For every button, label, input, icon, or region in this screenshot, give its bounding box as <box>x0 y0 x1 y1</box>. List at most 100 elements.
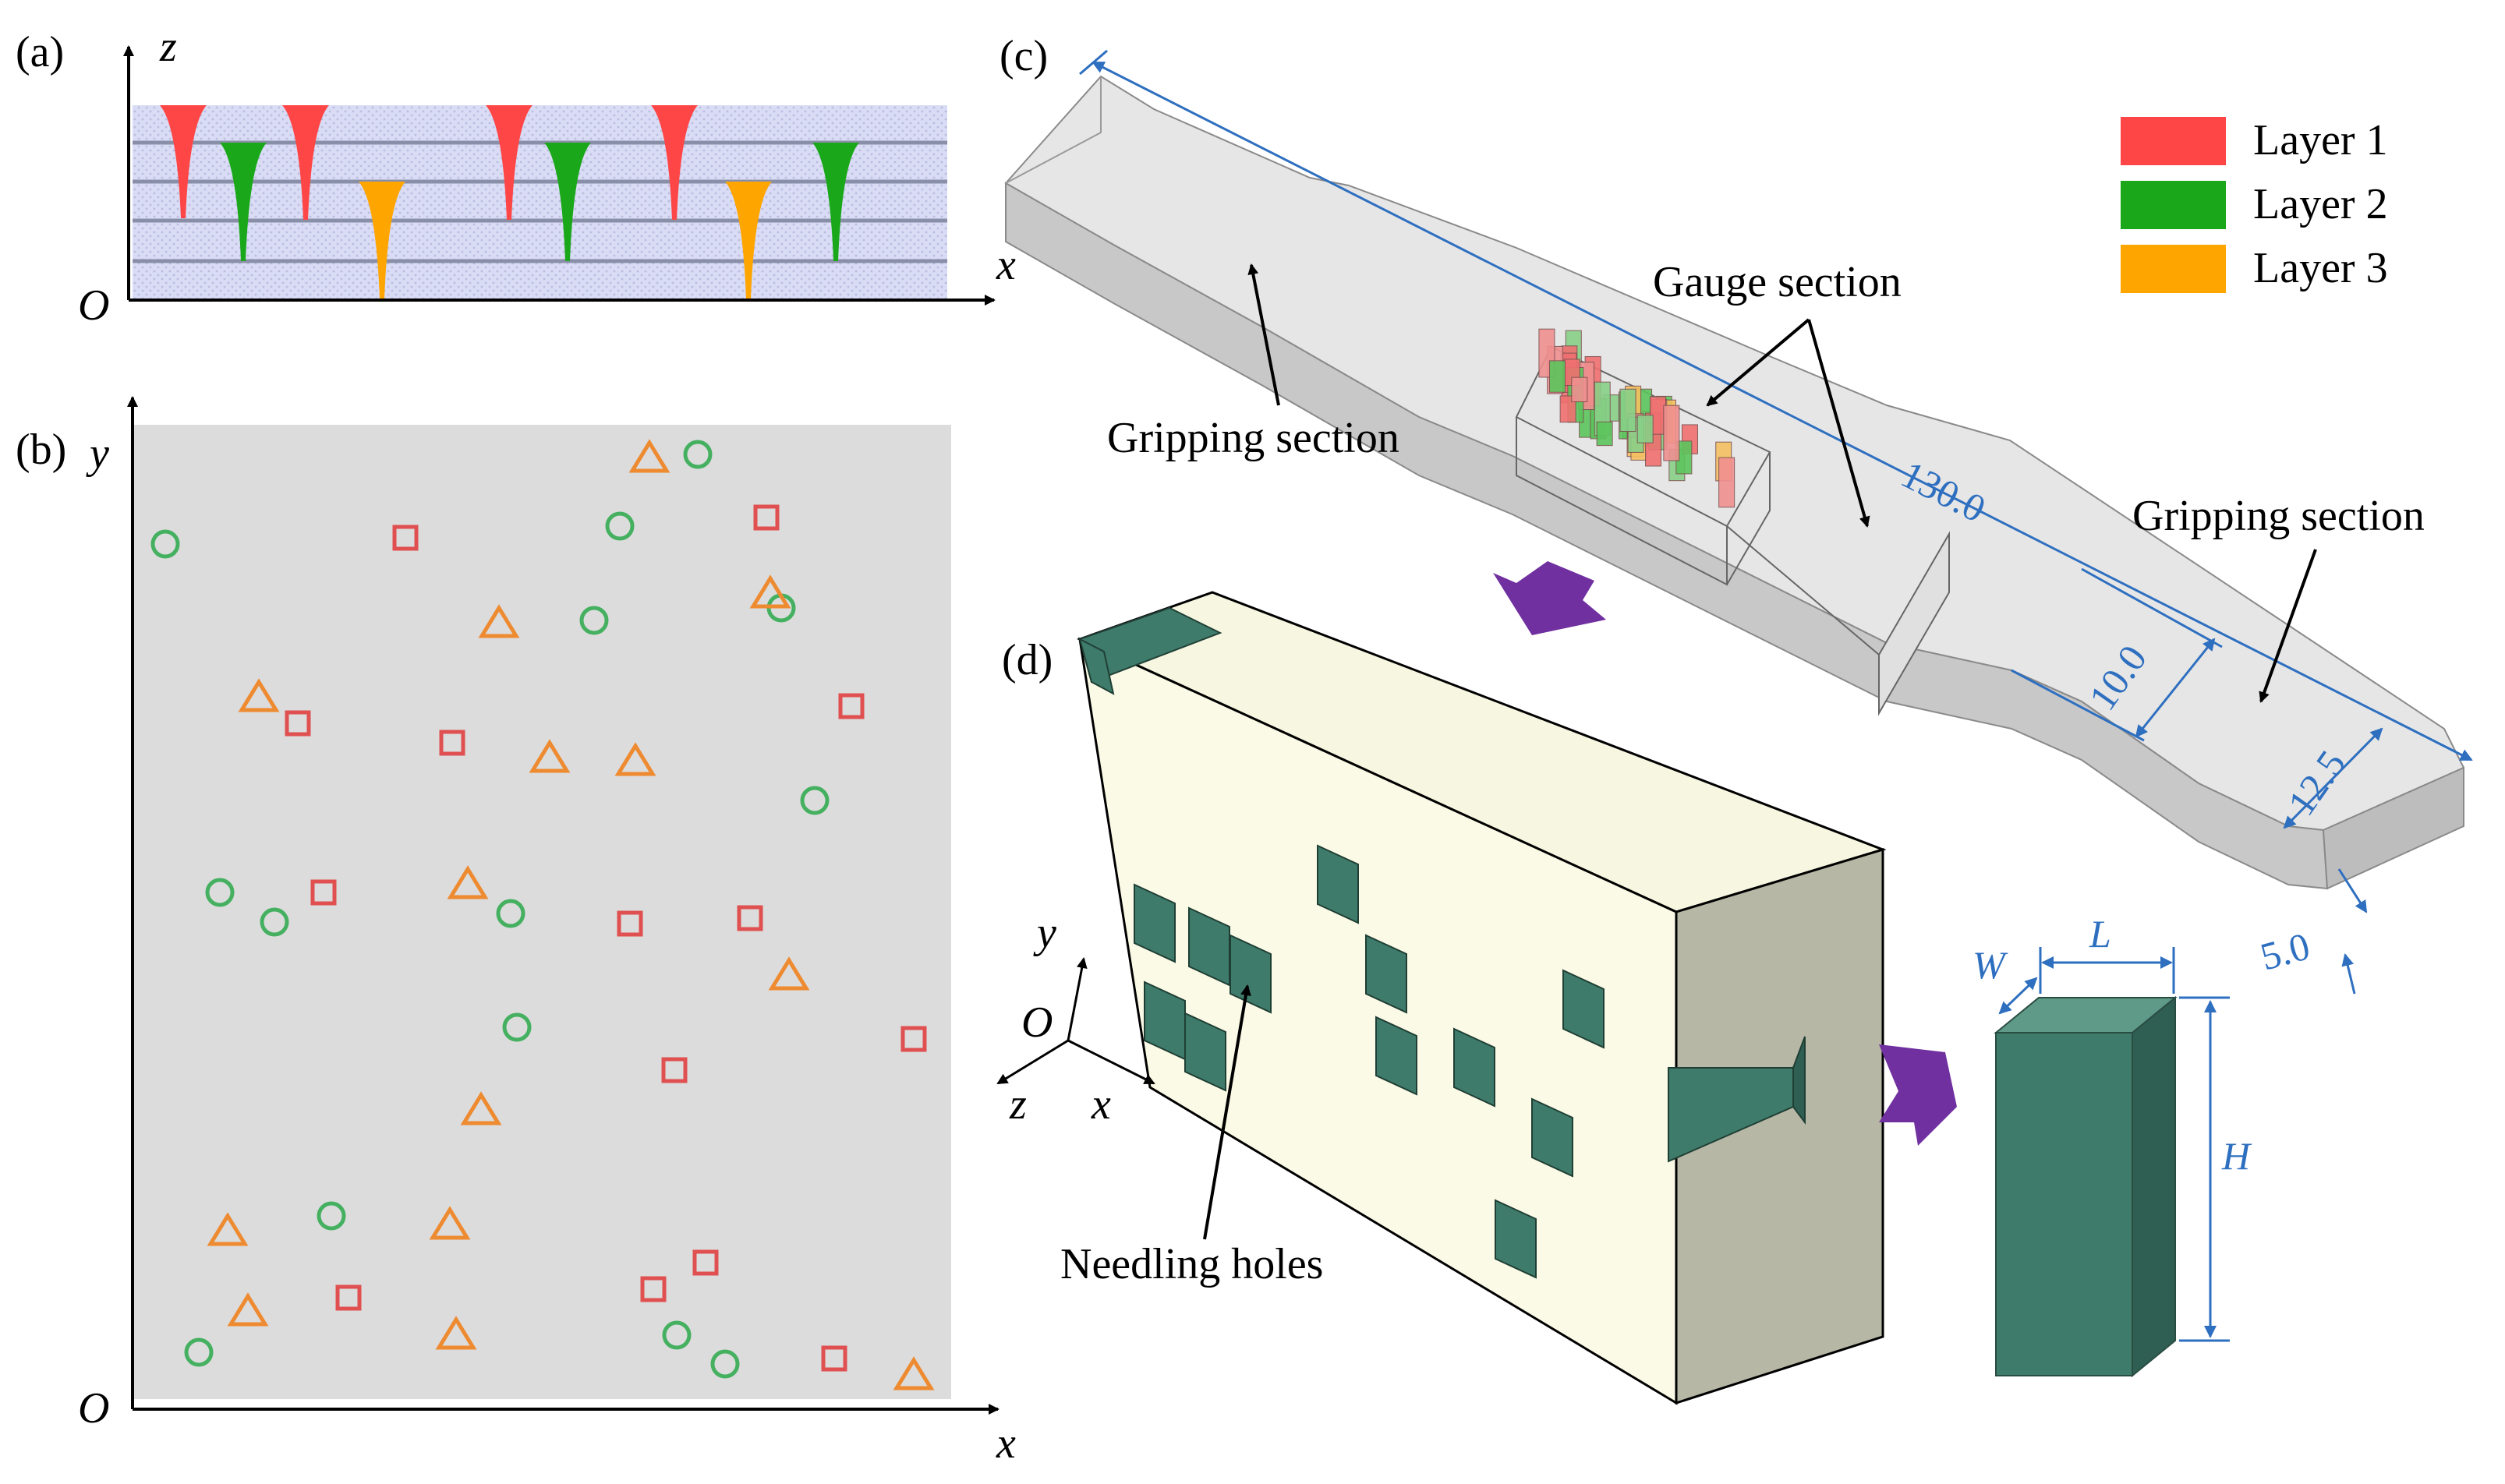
marker-layer2-5 <box>579 606 609 635</box>
marker-layer3-14 <box>893 1356 935 1390</box>
marker-layer1-11 <box>335 1284 362 1311</box>
origin-label-a: O <box>78 281 109 330</box>
legend-swatch-2 <box>2121 181 2226 229</box>
needling-hole-12 <box>1495 1199 1537 1279</box>
column-front-face <box>1995 1032 2133 1376</box>
marker-layer3-13 <box>435 1316 477 1350</box>
marker-layer3-3 <box>478 604 520 638</box>
axis-x-label-c: x <box>996 241 1016 289</box>
needling-holes-arrow <box>1203 984 1251 1240</box>
dim-gauge-ext-2 <box>2081 567 2223 648</box>
needle-3 <box>486 105 532 220</box>
marker-layer2-10 <box>502 1012 532 1042</box>
needling-hole-10 <box>1562 969 1605 1049</box>
needle-pillar-23 <box>1596 421 1613 447</box>
needling-hole-8 <box>1375 1016 1417 1096</box>
marker-layer3-6 <box>614 742 656 776</box>
needling-hole-11 <box>1531 1097 1573 1178</box>
needling-holes-label: Needling holes <box>1060 1240 1323 1288</box>
needling-hole-corner-front <box>1078 638 1115 695</box>
triad-y-axis <box>1067 957 1088 1041</box>
needling-hole-2 <box>1134 883 1176 963</box>
needle-pillar-40 <box>1619 388 1636 433</box>
needle-group <box>160 105 859 299</box>
column-side-face <box>2132 995 2176 1378</box>
needle-6 <box>544 143 591 261</box>
needle-pillar-39 <box>1571 376 1588 403</box>
marker-layer1-5 <box>439 730 465 756</box>
marker-layer1-13 <box>640 1276 667 1302</box>
needling-hole-4 <box>1230 934 1272 1014</box>
dim-gauge-ext-1 <box>2011 669 2145 742</box>
needle-4 <box>651 105 698 220</box>
panel-c-label: (c) <box>1000 32 1048 80</box>
panel-d: (d) y O z x Needling holes L <box>996 591 2252 1405</box>
marker-layer1-8 <box>737 905 763 931</box>
needling-hole-edge-side <box>1792 1036 1806 1125</box>
marker-layer1-9 <box>900 1026 927 1052</box>
marker-layer3-5 <box>529 739 571 773</box>
needle-8 <box>359 182 405 299</box>
marker-layer1-3 <box>838 693 865 719</box>
column-h-label: H <box>2221 1134 2252 1178</box>
legend-label-3: Layer 3 <box>2253 244 2388 292</box>
marker-layer1-14 <box>821 1345 847 1372</box>
column-l-label: L <box>2089 912 2111 956</box>
marker-layer2-12 <box>184 1337 214 1367</box>
gauge-callout-arrow-1 <box>1706 318 1810 407</box>
legend-label-1: Layer 1 <box>2253 116 2388 164</box>
needle-pillar-42 <box>1663 405 1680 461</box>
marker-layer3-1 <box>628 439 670 473</box>
dim-thickness-line-2 <box>2341 953 2356 995</box>
flow-arrow-c-to-d <box>1493 561 1606 635</box>
triad-y-label: y <box>1033 909 1056 957</box>
gripping-left-arrow <box>1247 263 1280 406</box>
dim-thickness-label: 5.0 <box>2256 924 2314 978</box>
axis-z-label: z <box>159 23 177 71</box>
marker-layer2-6 <box>800 786 830 815</box>
gripping-section-left-label: Gripping section <box>1107 414 1399 462</box>
marker-layer2-14 <box>710 1349 740 1379</box>
needle-pillar-32 <box>1548 360 1566 393</box>
needle-2 <box>282 105 329 220</box>
marker-layer1-4 <box>285 710 311 737</box>
marker-layer1-1 <box>392 525 419 551</box>
marker-layer1-12 <box>692 1249 719 1276</box>
legend-swatch-3 <box>2121 245 2226 293</box>
gripping-right-arrow <box>2259 549 2317 703</box>
needling-hole-1 <box>1317 844 1359 924</box>
marker-layer1-7 <box>617 910 643 937</box>
marker-group <box>150 439 935 1390</box>
marker-layer3-9 <box>460 1091 502 1125</box>
needle-9 <box>725 182 772 299</box>
marker-layer3-4 <box>238 678 280 712</box>
panel-a-label: (a) <box>16 28 64 76</box>
marker-layer3-11 <box>429 1206 471 1240</box>
needle-1 <box>160 105 207 218</box>
axis-y-label: y <box>86 429 109 478</box>
marker-layer3-7 <box>447 865 489 899</box>
triad-z-label: z <box>1009 1080 1027 1129</box>
triad-x-label: x <box>1091 1080 1111 1129</box>
marker-layer3-8 <box>768 956 810 991</box>
needle-5 <box>220 143 267 261</box>
gauge-callout-arrow-2 <box>1807 319 1870 528</box>
triad-z-axis <box>996 1039 1069 1085</box>
gauge-section-label: Gauge section <box>1653 258 1902 306</box>
panel-b: (b) y O x <box>16 396 1016 1468</box>
marker-layer3-10 <box>207 1212 249 1246</box>
panel-d-label: (d) <box>1002 636 1053 684</box>
dim-gauge-width-line <box>2135 638 2216 738</box>
dim-length-tick-left <box>1079 49 1108 76</box>
legend: Layer 1 Layer 2 Layer 3 <box>2121 116 2388 293</box>
marker-layer3-2 <box>749 574 791 609</box>
marker-layer1-6 <box>310 879 337 906</box>
origin-label-b: O <box>78 1384 109 1433</box>
marker-layer2-13 <box>662 1320 692 1350</box>
column-w-label: W <box>1973 943 2008 987</box>
marker-layer2-8 <box>260 907 289 937</box>
block-side-face <box>1675 847 1884 1405</box>
legend-label-2: Layer 2 <box>2253 180 2388 228</box>
